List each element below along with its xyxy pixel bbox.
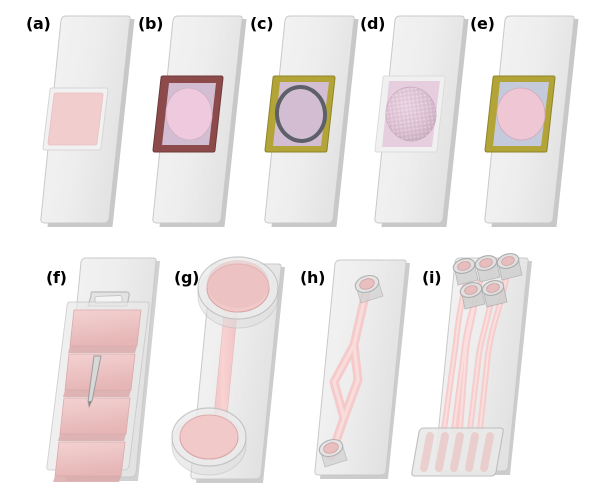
panel-b-illustration [112, 0, 252, 240]
panel-i-lane-5 [480, 432, 494, 472]
panel-f-illustration [14, 250, 169, 500]
panel-a-illustration [0, 0, 140, 240]
panel-c-square [273, 82, 329, 146]
panel-i: (i) [404, 250, 600, 500]
panel-i-port-3 [496, 253, 523, 281]
panel-g: (g) [146, 250, 296, 500]
panel-f-needle-tip [88, 401, 92, 408]
panel-d: (d) [334, 0, 474, 240]
panel-i-port-2 [474, 255, 501, 283]
panel-i-label: (i) [422, 268, 442, 287]
panel-a-label: (a) [26, 14, 51, 33]
panel-e-circle [496, 87, 546, 141]
panel-b-label: (b) [138, 14, 164, 33]
panel-i-lane-4 [465, 432, 479, 472]
panel-i-port-1 [452, 258, 479, 286]
panel-h-label: (h) [300, 268, 326, 287]
panel-h: (h) [282, 250, 422, 500]
panel-f-label: (f) [46, 268, 67, 287]
panel-i-lane-3 [450, 432, 464, 472]
panel-c-ring [274, 85, 328, 143]
panel-c-label: (c) [250, 14, 274, 33]
panel-i-port-5 [481, 280, 508, 308]
panel-i-lane-1 [420, 432, 434, 472]
panel-e-illustration [444, 0, 600, 240]
panel-h-illustration [282, 250, 422, 500]
panel-f: (f) [14, 250, 169, 500]
panel-b: (b) [112, 0, 252, 240]
panel-g-illustration [146, 250, 296, 500]
panel-b-circle [165, 87, 213, 141]
panel-i-port-4 [459, 282, 486, 310]
panel-e: (e) [444, 0, 600, 240]
panel-g-label: (g) [174, 268, 200, 287]
panel-d-illustration [334, 0, 474, 240]
panel-d-dome-texture [385, 87, 437, 141]
panel-c-illustration [224, 0, 364, 240]
panel-a-pink-well [47, 92, 104, 146]
panel-f-well-4 [53, 441, 126, 482]
panel-i-lane-2 [435, 432, 449, 472]
panel-g-reservoir-top [197, 256, 279, 329]
panel-f-well-1 [68, 309, 142, 353]
panel-g-reservoir-bottom [171, 407, 247, 476]
panel-h-port-inlet [354, 274, 384, 304]
panel-e-label: (e) [470, 14, 495, 33]
panel-a: (a) [0, 0, 140, 240]
panel-i-chamber-block [411, 427, 504, 477]
panel-f-well-3 [58, 397, 131, 441]
panel-i-ports [452, 253, 523, 310]
panel-f-well-2 [63, 353, 136, 397]
panel-h-port-outlet [318, 438, 348, 468]
panel-c: (c) [224, 0, 364, 240]
panel-d-label: (d) [360, 14, 386, 33]
panel-i-illustration [404, 250, 600, 500]
